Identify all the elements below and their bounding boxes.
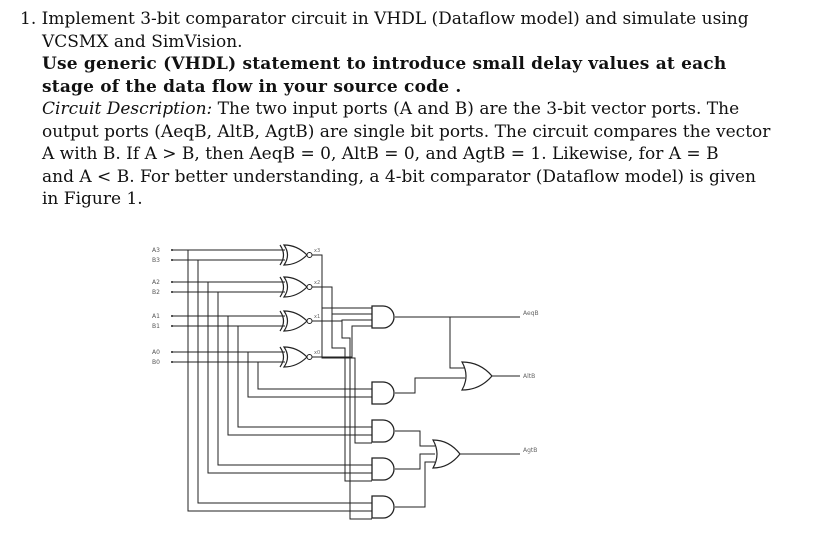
- input-markers: [171, 249, 173, 363]
- question-line-1: 1. Implement 3-bit comparator circuit in…: [20, 9, 749, 29]
- description-line-5: in Figure 1.: [42, 189, 143, 209]
- xnor-gate-2: [279, 276, 313, 298]
- magnitude-and-gate-1: [371, 381, 395, 405]
- input-label-b2: B2: [152, 289, 160, 296]
- agtb-or-gate: [431, 439, 461, 469]
- magnitude-and-gate-4: [371, 495, 395, 519]
- input-label-b1: B1: [152, 323, 160, 330]
- output-label-altb: AltB: [523, 373, 535, 380]
- description-label: Circuit Description:: [42, 99, 213, 119]
- magnitude-and-gate-2: [371, 419, 395, 443]
- generic-instruction-line-1: Use generic (VHDL) statement to introduc…: [42, 54, 727, 74]
- description-line-1-text: The two input ports (A and B) are the 3-…: [212, 99, 740, 119]
- xnor-gate-0: [279, 346, 313, 368]
- input-label-b3: B3: [152, 257, 160, 264]
- xnor-label-3: x3: [314, 248, 320, 254]
- input-label-a1: A1: [152, 313, 160, 320]
- comparator-figure: A3 B3 A2 B2 A1 B1 A0 B0 x3 x2 x1 x0 AeqB…: [150, 228, 570, 547]
- equality-and-gate: [371, 305, 395, 329]
- output-label-aeqb: AeqB: [523, 310, 539, 317]
- xnor-label-1: x1: [314, 314, 320, 320]
- xnor-gate-1: [279, 310, 313, 332]
- comparator-circuit-diagram: A3 B3 A2 B2 A1 B1 A0 B0 x3 x2 x1 x0 AeqB…: [152, 244, 539, 520]
- altb-or-gate: [460, 361, 493, 391]
- xnor-label-2: x2: [314, 280, 320, 286]
- description-line-1: Circuit Description: The two input ports…: [20, 98, 810, 121]
- description-line-2: output ports (AeqB, AltB, AgtB) are sing…: [42, 121, 771, 142]
- question-text: 1. Implement 3-bit comparator circuit in…: [20, 8, 810, 211]
- input-label-b0: B0: [152, 359, 160, 366]
- generic-instruction-line-2: stage of the data flow in your source co…: [42, 76, 462, 97]
- question-line-2: VCSMX and SimVision.: [42, 31, 243, 52]
- magnitude-and-gate-3: [371, 457, 395, 481]
- wiring: [172, 249, 520, 520]
- input-label-a2: A2: [152, 279, 160, 286]
- input-label-a0: A0: [152, 349, 160, 356]
- xnor-label-0: x0: [314, 350, 320, 356]
- xnor-gate-3: [279, 244, 313, 266]
- description-line-4: and A < B. For better understanding, a 4…: [42, 166, 756, 187]
- input-label-a3: A3: [152, 247, 160, 254]
- output-label-agtb: AgtB: [523, 447, 537, 454]
- description-line-3: A with B. If A > B, then AeqB = 0, AltB …: [42, 144, 719, 164]
